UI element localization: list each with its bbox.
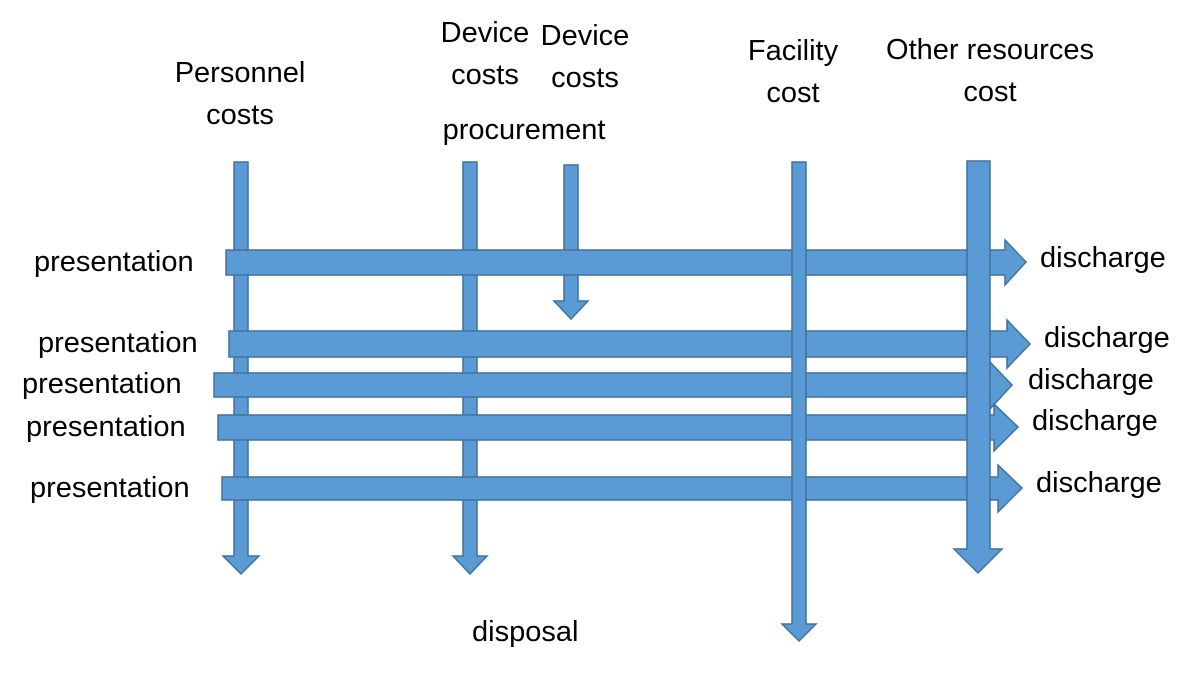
other-resources-cost-label: Other resources cost: [886, 34, 1094, 108]
discharge-label-3: discharge: [1028, 364, 1154, 396]
patient-flow-arrow-3: [213, 360, 1014, 411]
patient-flow-arrow-1: [225, 238, 1028, 287]
other-resources-cost-arrow: [952, 160, 1004, 575]
device-procurement-arrow: [552, 164, 590, 321]
horizontal-arrows: [213, 238, 1032, 514]
discharge-label-4: discharge: [1032, 405, 1158, 437]
discharge-label-1: discharge: [1040, 242, 1166, 274]
facility-cost-arrow: [780, 161, 818, 643]
device-cost-arrow: [451, 161, 489, 576]
patient-flow-arrow-4: [217, 402, 1020, 453]
presentation-label-4: presentation: [26, 411, 186, 443]
discharge-label-2: discharge: [1044, 322, 1170, 354]
presentation-label-1: presentation: [34, 246, 194, 278]
presentation-label-3: presentation: [22, 368, 182, 400]
facility-cost-label: Facility cost: [747, 35, 839, 109]
presentation-label-5: presentation: [30, 472, 190, 504]
device-costs-label-2: Device costs: [540, 20, 630, 94]
personnel-cost-arrow: [221, 161, 261, 576]
presentation-label-2: presentation: [38, 327, 198, 359]
personnel-costs-label: Personnel costs: [174, 57, 306, 131]
disposal-label: disposal: [472, 616, 579, 648]
discharge-label-5: discharge: [1036, 467, 1162, 499]
vertical-arrows: [221, 161, 590, 576]
patient-flow-arrow-2: [228, 318, 1032, 370]
procurement-label: procurement: [442, 114, 606, 146]
device-costs-label-1: Device costs: [440, 17, 530, 91]
vertical-arrows-front: [780, 160, 1004, 643]
patient-flow-arrow-5: [221, 463, 1024, 514]
